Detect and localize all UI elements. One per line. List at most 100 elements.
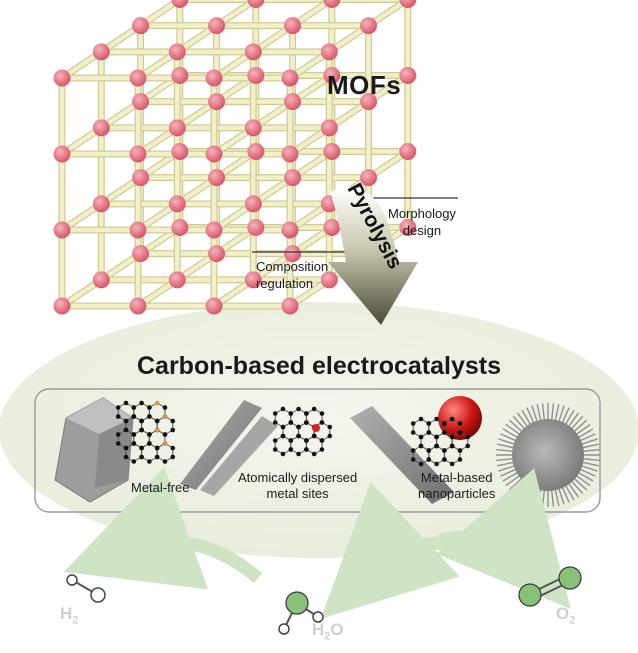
mof-metal-node [205,69,223,87]
nanoparticles-caption: Metal-based nanoparticles [418,470,495,502]
carbon-atom [131,459,137,464]
mof-metal-node [53,297,71,315]
carbon-atom [162,459,168,464]
pyrolysis-arrow [328,187,418,325]
mof-metal-node [284,93,302,111]
mof-metal-node [360,169,378,187]
mof-metal-node [168,43,186,61]
carbon-atom [139,427,144,433]
carbon-atom [449,416,455,422]
carbon-atom [410,448,416,453]
mof-metal-node [53,145,71,163]
diagram-title: Carbon-based electrocatalysts [136,352,502,380]
h2-atom-a [66,574,78,586]
nanotube-rod [350,406,454,504]
carbon-atom [442,421,447,426]
mof-metal-node [53,69,71,87]
mof-metal-node [247,0,265,8]
carbon-atom [288,420,294,425]
mof-metal-node [205,297,223,315]
carbon-atom [154,445,160,451]
carbon-atom [465,434,471,440]
morphology-design-label: Morphology design [388,205,456,239]
carbon-atom [115,441,121,446]
o2-sub: 2 [569,614,576,627]
h2o-base: H [312,620,325,639]
h2o-tail: O [330,620,344,639]
carbon-atom [410,430,416,435]
carbon-atom [115,432,121,437]
mof-metal-node [320,43,338,61]
carbon-atom [131,432,137,437]
carbon-atom [280,406,286,412]
h2-atom-b [90,587,106,603]
carbon-atom [410,421,416,426]
mof-metal-node [281,221,299,239]
carbon-atom [139,445,144,451]
carbon-atom [280,433,286,439]
mof-metal-node [323,66,341,84]
carbon-atom [131,405,137,410]
mof-metal-node [208,169,226,187]
carbon-atom [147,459,152,464]
metal-free-caption: Metal-free [131,480,190,495]
h2-sub: 2 [72,614,79,627]
carbon-atom [319,420,325,425]
mof-metal-node [92,271,110,289]
carbon-atom [418,416,424,422]
mof-metal-node [129,69,147,87]
mof-metal-node [320,271,338,289]
carbon-atom [123,427,129,433]
h2o-label: H2O [312,620,344,642]
mof-metal-node [244,119,262,137]
morphology-line-2: design [402,223,442,238]
mof-metal-node [399,218,417,236]
composition-line-1: Composition [256,259,329,274]
mof-metal-node [171,66,189,84]
carbon-atom [319,438,325,443]
o2-atom-b [558,566,582,590]
mof-metal-node [132,17,150,35]
mof-metal-node [360,17,378,35]
carbon-atom [147,432,152,437]
carbon-atom [131,414,137,419]
carbon-atom [272,438,278,443]
mof-metal-node [168,271,186,289]
carbon-atom [442,457,447,462]
h2o-h-a [312,611,324,623]
mof-metal-node [247,218,265,236]
mof-metal-node [205,145,223,163]
np-line-1: Metal-based [420,470,493,485]
mof-metal-node [132,169,150,187]
carbon-atom [170,445,176,451]
carbon-atom [311,451,317,457]
carbon-atom [147,405,152,410]
mof-metal-node [323,142,341,160]
mof-metal-node [129,145,147,163]
atomic-line-1: Atomically dispersed [238,470,358,485]
carbon-atom [115,405,121,410]
mof-metal-node [281,69,299,87]
carbon-atom [434,434,439,440]
h2o-oxygen [285,591,309,615]
mof-metal-node [247,142,265,160]
single-metal-atom [312,424,320,432]
orr-arrow-right [436,468,571,609]
carbon-atom [272,420,278,425]
carbon-atom [319,447,325,452]
carbon-atom [288,438,294,443]
carbon-atom [465,443,471,449]
mof-metal-node [247,66,265,84]
mofs-label: MOFs [327,70,402,100]
carbon-atom [434,416,439,422]
mof-metal-node [53,221,71,239]
mof-metal-node [168,119,186,137]
carbon-atom [162,405,168,410]
her-arrow [63,466,263,590]
carbon-atom [304,438,309,443]
mof-metal-node [399,66,417,84]
carbon-atom [123,454,129,460]
carbon-atom [154,400,160,406]
carbon-atom [311,406,317,412]
carbon-atom [280,424,286,430]
